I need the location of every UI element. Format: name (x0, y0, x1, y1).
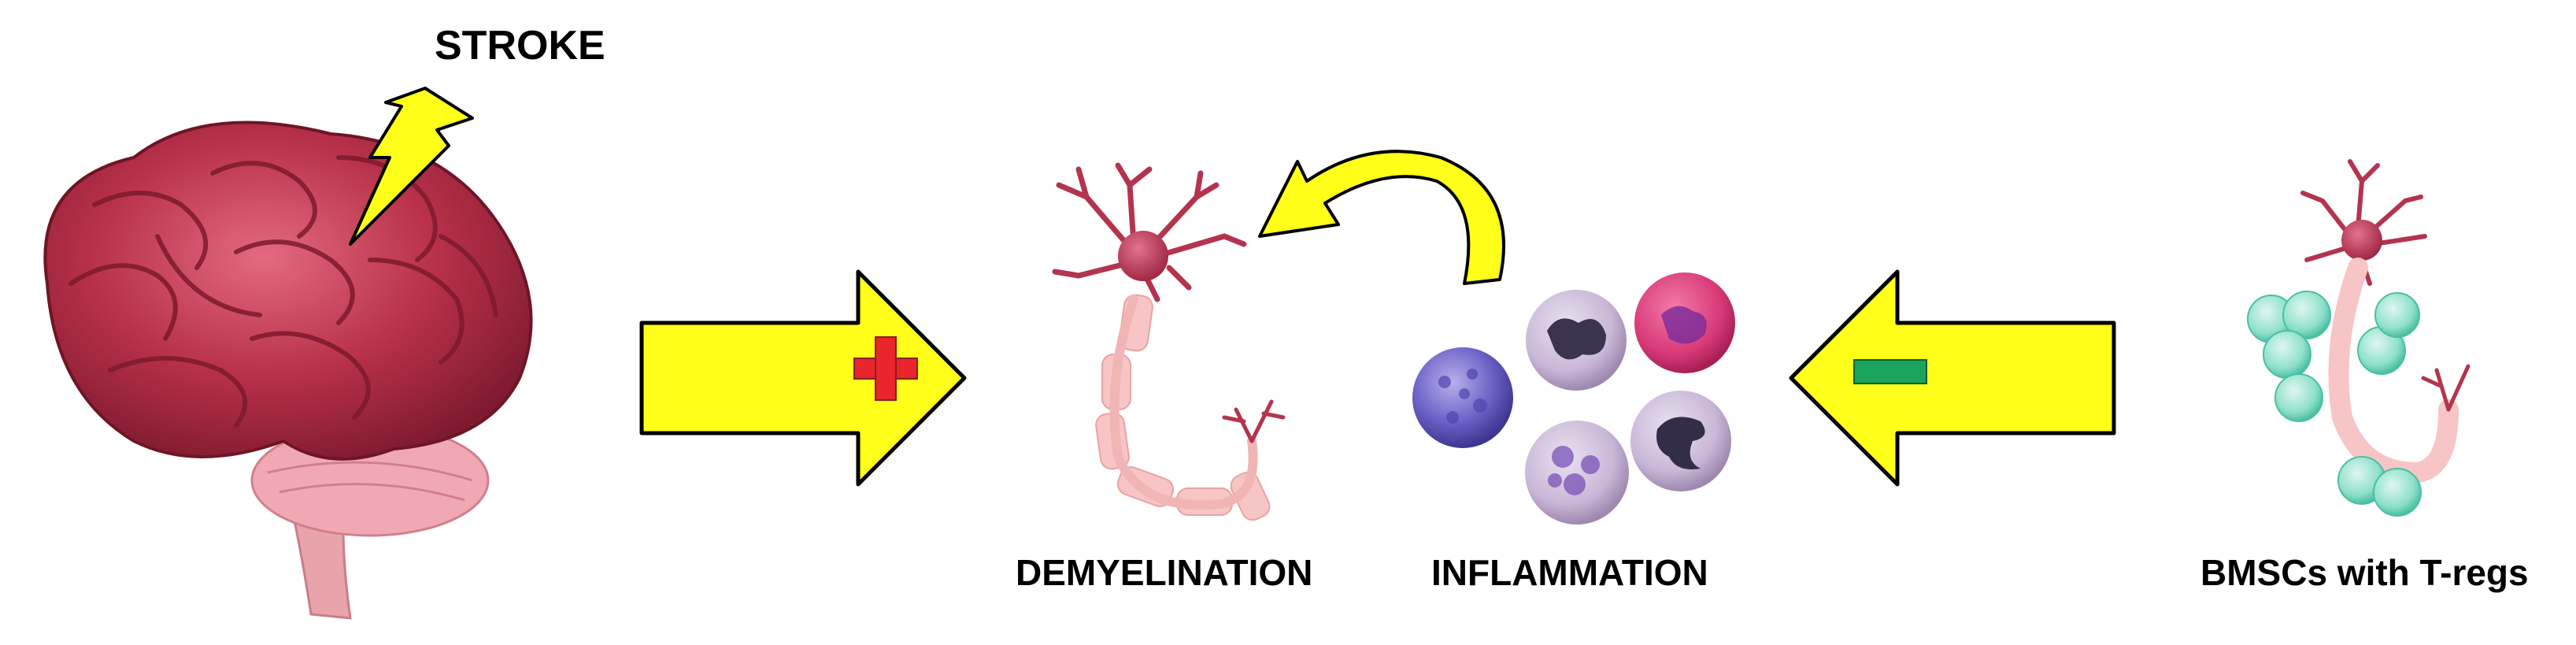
neuron-icon (1052, 162, 1286, 521)
immune-cell-icon (1526, 290, 1627, 391)
immune-cell-icon (1634, 272, 1735, 373)
immune-cell-icon (1630, 391, 1731, 491)
arrow-right (639, 269, 967, 487)
brain-icon (43, 120, 533, 620)
demyelination-label: DEMYELINATION (1016, 552, 1313, 593)
stroke-label: STROKE (435, 23, 605, 69)
lightning-bolt-icon (349, 87, 474, 246)
neuron-icon (2300, 159, 2471, 484)
arrow-left (1789, 269, 2116, 487)
minus-icon (1853, 359, 1927, 384)
curved-arrow-icon (1258, 150, 1505, 285)
plus-icon (853, 336, 918, 401)
immune-cell-icon (1412, 347, 1513, 448)
inflammation-label: INFLAMMATION (1431, 552, 1708, 593)
immune-cell-icon (1525, 421, 1629, 525)
stem-cell-icon (2247, 291, 2422, 517)
bmscs-label: BMSCs with T-regs (2200, 552, 2529, 593)
